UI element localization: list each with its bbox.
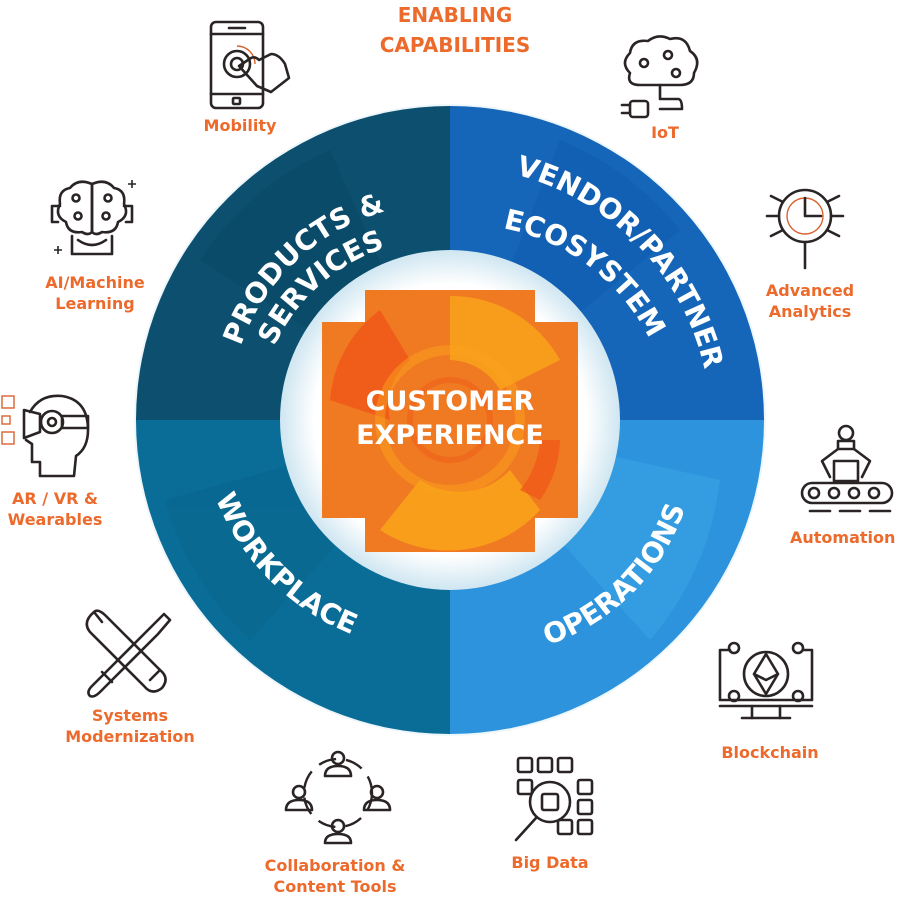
capability-mobility[interactable]	[205, 20, 295, 120]
capability-advanced-analytics[interactable]	[765, 180, 845, 280]
analytics-magnifier-icon	[765, 188, 845, 270]
label-collaboration: Collaboration & Content Tools	[264, 856, 406, 896]
label-iot: IoT	[651, 123, 679, 142]
capability-iot[interactable]	[620, 33, 700, 128]
vr-headset-icon	[1, 394, 90, 478]
capability-blockchain[interactable]	[718, 640, 818, 735]
label-mobility: Mobility	[203, 116, 277, 135]
label-blockchain: Blockchain	[721, 743, 819, 762]
smartphone-touch-icon	[209, 20, 291, 110]
capability-collaboration[interactable]	[283, 748, 393, 848]
capability-automation[interactable]	[800, 424, 894, 525]
capability-systems-modernization[interactable]	[80, 608, 172, 703]
label-systems-modernization: Systems Modernization	[65, 706, 195, 746]
title-line-1: ENABLING	[397, 3, 513, 27]
big-data-grid-icon	[514, 756, 594, 842]
wrench-screwdriver-icon	[85, 609, 172, 698]
label-ar-vr: AR / VR & Wearables	[7, 489, 103, 529]
iot-brain-plug-icon	[620, 35, 699, 119]
blockchain-monitor-icon	[718, 641, 814, 720]
diagram-title: ENABLING CAPABILITIES	[340, 0, 570, 60]
capability-big-data[interactable]	[508, 756, 608, 856]
center-line-2: EXPERIENCE	[356, 420, 544, 451]
label-big-data: Big Data	[511, 853, 589, 872]
label-advanced-analytics: Advanced Analytics	[765, 281, 855, 321]
capability-ar-vr[interactable]	[0, 392, 95, 487]
robot-conveyor-icon	[800, 424, 894, 513]
capability-ai-ml[interactable]	[48, 176, 143, 276]
collaboration-people-icon	[284, 750, 392, 845]
title-line-2: CAPABILITIES	[379, 33, 531, 57]
label-ai-ml: AI/Machine Learning	[45, 273, 145, 313]
customer-experience-core	[322, 290, 578, 552]
brain-gear-icon	[50, 180, 136, 256]
center-line-1: CUSTOMER	[366, 386, 535, 417]
label-automation: Automation	[790, 528, 896, 547]
